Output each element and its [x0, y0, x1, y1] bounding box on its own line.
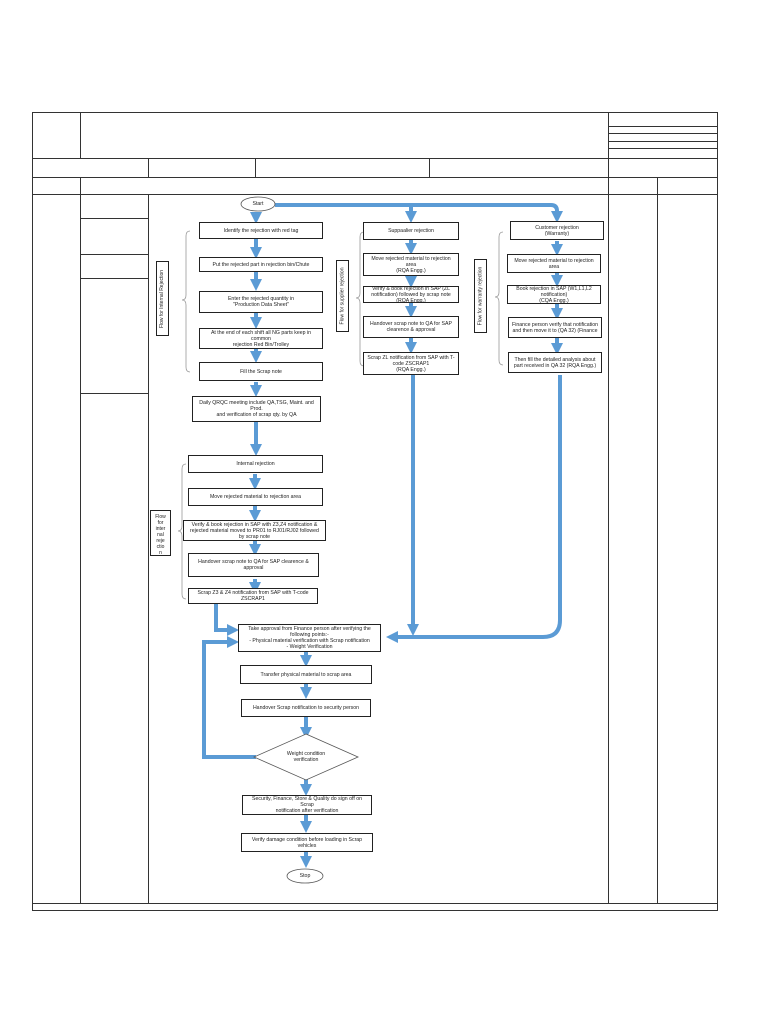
label-supplier-rejection-flow: Flow for supplier rejection	[336, 260, 349, 332]
header-line	[608, 141, 718, 142]
step-transfer-material: Transfer physical material to scrap area	[240, 665, 372, 684]
header-line	[608, 148, 718, 149]
step-supplier-move: Move rejected material to rejection area…	[363, 253, 459, 276]
cell-divider	[80, 254, 148, 255]
col-divider	[255, 158, 256, 177]
step-internal-rejection: Internal rejection	[188, 455, 323, 473]
brace-supplier	[355, 231, 365, 367]
step-customer-rejection: Customer rejection (Warranty)	[510, 221, 604, 240]
step-internal-handover: Handover scrap note to QA for SAP cleare…	[188, 553, 319, 577]
col-divider	[657, 177, 658, 903]
step-verify-damage: Verify damage condition before loading i…	[241, 833, 373, 852]
col-divider	[608, 112, 609, 903]
cell-divider	[80, 218, 148, 219]
start-label: Start	[252, 201, 264, 207]
step-internal-move: Move rejected material to rejection area	[188, 488, 323, 506]
document-frame	[32, 112, 718, 911]
arrow-loopback	[202, 636, 256, 759]
step-enter-quantity: Enter the rejected quantity in "Producti…	[199, 291, 323, 313]
col-divider	[148, 194, 149, 903]
step-internal-verify-book: Verify & book rejection in SAP with Z3,Z…	[183, 520, 326, 541]
col-divider	[80, 177, 81, 903]
stop-oval	[286, 868, 324, 884]
col-divider	[148, 158, 149, 177]
step-put-rejected-part: Put the rejected part in rejection bin/C…	[199, 257, 323, 272]
stop-label: Stop	[299, 873, 311, 879]
step-internal-scrap-z3z4: Scrap Z3 & Z4 notification from SAP with…	[188, 588, 318, 604]
brace-internal	[181, 230, 191, 373]
step-warranty-book-sap: Book rejection in SAP (W1,L1,L2 notifica…	[507, 285, 601, 304]
start-oval	[240, 196, 276, 212]
step-supplier-handover: Handover scrap note to QA for SAP cleare…	[363, 316, 459, 338]
step-finance-verify: Finance person verify that notification …	[508, 317, 602, 338]
footer-divider	[32, 903, 718, 904]
arrow-internal-to-approval	[214, 604, 239, 636]
label-internal-rejection-flow-box: Flow for inter nal reje ctio n	[150, 510, 171, 556]
step-handover-security: Handover Scrap notification to security …	[241, 699, 371, 717]
label-internal-rejection-flow: Flow for Internal Rejection	[156, 261, 169, 336]
cell-divider	[80, 393, 148, 394]
header-divider	[32, 158, 718, 159]
header-line	[608, 133, 718, 134]
step-sign-off: Security, Finance, Store & Quality do si…	[242, 795, 372, 815]
step-identify-rejection: Identify the rejection with red tag	[199, 222, 323, 239]
step-finance-approval: Take approval from Finance person after …	[238, 624, 381, 652]
col-divider	[429, 158, 430, 177]
decision-diamond	[253, 733, 359, 781]
step-warranty-move: Move rejected material to rejection area	[507, 254, 601, 273]
step-supplier-verify-book: Verify & book rejection in SAP (ZL notif…	[363, 286, 459, 304]
step-fill-scrap-note: Fill the Scrap note	[199, 362, 323, 381]
step-supplier-scrap-zl: Scrap ZL notification from SAP with T- c…	[363, 352, 459, 375]
header-line	[608, 126, 718, 127]
decision-label: Weight condition verification	[286, 751, 326, 763]
step-daily-qrqc: Daily QRQC meeting include QA,TSG, Maint…	[192, 396, 321, 422]
arrow-start-right	[275, 203, 563, 223]
arrow-warranty-to-approval	[386, 375, 562, 643]
step-end-of-shift: At the end of each shift all NG parts ke…	[199, 328, 323, 349]
row-divider	[32, 194, 718, 195]
row-divider	[32, 177, 718, 178]
cell-divider	[80, 278, 148, 279]
label-warranty-rejection-flow: Flow for warranty rejection	[474, 259, 487, 333]
brace-internal-rejection	[177, 463, 187, 600]
brace-warranty	[494, 231, 504, 366]
step-detailed-analysis: Then fill the detailed analysis about pa…	[508, 352, 602, 373]
step-supplier-rejection: Suppaalier rejection	[363, 222, 459, 240]
col-divider	[80, 112, 81, 158]
